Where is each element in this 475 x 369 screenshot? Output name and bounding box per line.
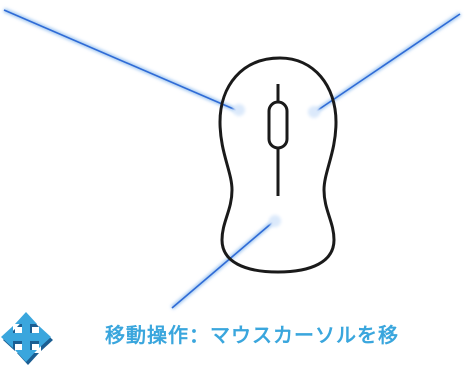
pointer-line-right-button — [313, 12, 462, 114]
move-arrows-icon — [1, 312, 53, 365]
mouse-scroll-wheel — [267, 100, 289, 150]
pointer-line-body — [170, 220, 275, 310]
tip-left-button — [233, 104, 245, 116]
pointer-lines — [3, 8, 462, 310]
tip-right-button — [308, 106, 320, 118]
tip-body — [269, 215, 281, 227]
caption-text: 移動操作：マウスカーソルを移 — [105, 323, 399, 347]
mouse-icon — [218, 56, 338, 274]
mouse-body-outline — [218, 56, 338, 274]
pointer-line-left-button — [3, 8, 237, 112]
pointer-tips — [233, 104, 320, 227]
